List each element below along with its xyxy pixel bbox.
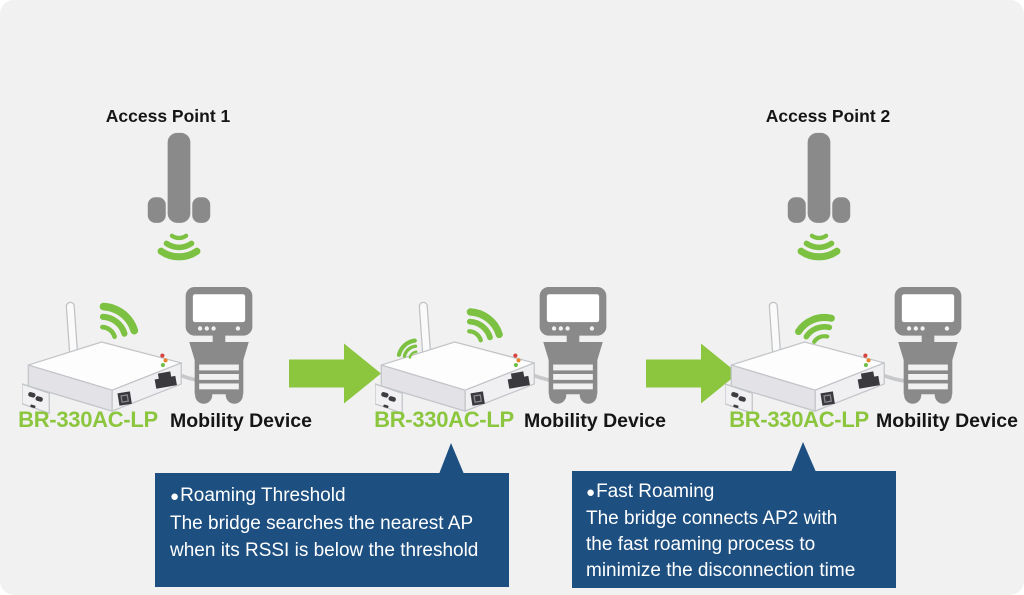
callout-1-line-1: The bridge searches the nearest AP (170, 513, 474, 534)
mobility-device-label-2: Mobility Device (524, 410, 666, 432)
bridge-label-1: BR-330AC-LP (18, 407, 158, 432)
callout-2-line-3: minimize the disconnection time (586, 560, 856, 581)
mobility-device-label-1: Mobility Device (170, 410, 312, 432)
callout-roaming-threshold: ●Roaming Threshold The bridge searches t… (155, 473, 509, 587)
callout-1-line-2: when its RSSI is below the threshold (170, 540, 479, 561)
mobility-cart-icon-3 (887, 287, 969, 406)
bridge-label-3: BR-330AC-LP (729, 407, 869, 432)
callout-pointer-2 (791, 442, 816, 472)
arrow-right-icon-1 (289, 342, 383, 405)
bullet-icon: ● (170, 488, 180, 505)
mobility-cart-icon-1 (178, 287, 260, 406)
callout-pointer-1 (439, 443, 464, 474)
access-point-2-icon (781, 131, 857, 273)
callout-2-line-2: the fast roaming process to (586, 534, 816, 555)
callout-fast-roaming: ●Fast Roaming The bridge connects AP2 wi… (572, 471, 896, 588)
callout-1-title: ●Roaming Threshold (170, 485, 346, 506)
mobility-cart-icon-2 (532, 287, 614, 406)
access-point-2-label: Access Point 2 (765, 106, 891, 126)
mobility-device-label-3: Mobility Device (876, 410, 1018, 432)
bullet-icon: ● (586, 484, 596, 501)
callout-2-line-1: The bridge connects AP2 with (586, 508, 838, 529)
access-point-1-label: Access Point 1 (105, 106, 231, 126)
callout-2-title: ●Fast Roaming (586, 481, 715, 502)
bridge-label-2: BR-330AC-LP (374, 407, 514, 432)
access-point-1-icon (141, 131, 217, 273)
